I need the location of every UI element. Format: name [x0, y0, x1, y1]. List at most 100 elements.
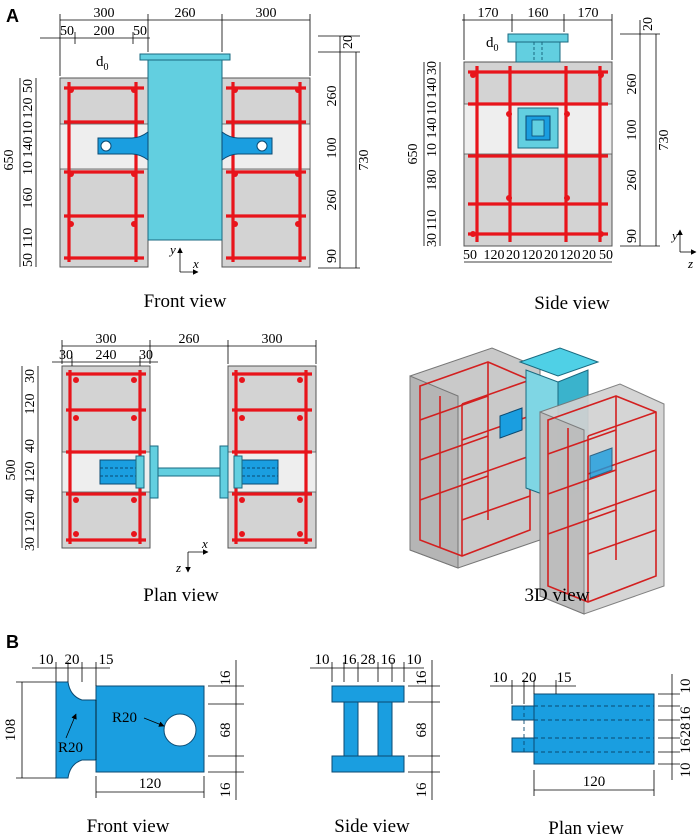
- b-side-top-flange: [331, 685, 405, 703]
- b-plan-dim-right-0: 10: [678, 679, 694, 694]
- plan-dim-sub-0: 30: [59, 348, 73, 363]
- side-dim-left-6: 110: [425, 210, 440, 230]
- plan-right-connector: [241, 459, 279, 485]
- front-dim-right-2: 260: [325, 190, 340, 211]
- plan-dim-left-2: 40: [23, 439, 38, 453]
- b-front-dim-bottom: 120: [139, 776, 162, 792]
- side-axis-y: y: [670, 228, 678, 243]
- side-dim-left-0: 30: [425, 61, 440, 75]
- front-dim-top-0: 300: [94, 6, 115, 21]
- plan-dim-sub-2: 30: [139, 348, 153, 363]
- plan-dim-left-1: 120: [23, 394, 38, 415]
- side-column-top-plate: [507, 33, 569, 43]
- side-column-stub: [515, 41, 561, 63]
- front-steel-column: [147, 59, 223, 241]
- front-column-top-plate: [139, 53, 231, 61]
- front-dim-left-1: 120: [21, 98, 36, 119]
- panel-label-b: B: [6, 632, 19, 652]
- b-front-dim-top-2: 15: [99, 652, 114, 668]
- view-3d: 3D view: [409, 347, 665, 615]
- side-dim-right-total: 730: [657, 130, 672, 151]
- plan-axis-z: z: [175, 560, 181, 575]
- front-dim-right-total: 730: [357, 150, 372, 171]
- side-dim-bottom-3: 120: [522, 248, 543, 263]
- side-axis-z: z: [687, 256, 693, 271]
- side-dim-bottom-2: 20: [506, 248, 520, 263]
- b-side-dim-top-3: 16: [381, 652, 397, 668]
- side-dim-right-0: 260: [625, 74, 640, 95]
- b-front-view: 10 20 15 108 16 68 16 120 R20 R20 Front …: [3, 652, 244, 837]
- side-dim-right-top: 20: [641, 17, 656, 31]
- side-d0-label: d0: [486, 35, 499, 54]
- front-dim-right-1: 100: [325, 138, 340, 159]
- b-plan-view: 10 20 15 10 16 28 16 10 120 Plan view: [490, 670, 694, 839]
- caption-b-front-view: Front view: [87, 816, 170, 837]
- front-dim-sub-2: 50: [133, 24, 147, 39]
- plan-dim-top-2: 300: [262, 332, 283, 347]
- front-dim-right-0: 260: [325, 86, 340, 107]
- b-plan-dim-right-4: 10: [678, 763, 694, 778]
- front-right-rebar: [226, 82, 306, 262]
- plan-left-end-plate: [149, 445, 159, 499]
- b-plan-body: [533, 693, 655, 765]
- b-side-dim-right-1: 68: [414, 723, 430, 738]
- b-side-web-left: [343, 701, 359, 757]
- b-plan-lug-top: [511, 705, 535, 721]
- caption-plan-view: Plan view: [143, 585, 219, 606]
- front-axis-y: y: [168, 242, 176, 257]
- side-dim-bottom-5: 120: [560, 248, 581, 263]
- side-dim-bottom-4: 20: [544, 248, 558, 263]
- plan-view: 300 260 300 30 240 30 500 30 120 40 120 …: [4, 332, 317, 606]
- side-dim-left-4: 10: [425, 143, 440, 157]
- front-dim-left-0: 50: [21, 79, 36, 93]
- b-side-bottom-flange: [331, 755, 405, 773]
- side-dim-left-5: 180: [425, 170, 440, 191]
- side-dim-left-7: 30: [425, 233, 440, 247]
- side-dim-left-2: 10: [425, 101, 440, 115]
- b-front-connector: [55, 681, 205, 779]
- b-plan-dim-bottom: 120: [583, 774, 606, 790]
- plan-dim-left-5: 120: [23, 512, 38, 533]
- b-front-dim-right-2: 16: [218, 782, 234, 798]
- b-side-dim-top-1: 16: [342, 652, 358, 668]
- front-dim-right-3: 90: [325, 249, 340, 263]
- b-front-hole: [163, 713, 197, 747]
- side-dim-right-3: 90: [625, 229, 640, 243]
- caption-side-view: Side view: [534, 293, 610, 314]
- b-front-r20-right: R20: [112, 710, 137, 726]
- plan-dim-top-1: 260: [179, 332, 200, 347]
- plan-dim-sub-1: 240: [96, 348, 117, 363]
- front-dim-right-top: 20: [341, 35, 356, 49]
- b-front-dim-top-0: 10: [39, 652, 54, 668]
- plan-left-connector: [99, 459, 137, 485]
- plan-dim-left-0: 30: [23, 369, 38, 383]
- side-dim-right-2: 260: [625, 170, 640, 191]
- front-dim-sub-0: 50: [60, 24, 74, 39]
- b-plan-dim-top-1: 20: [522, 670, 537, 686]
- front-view: d0 300 260 300 50 200 50 650 50 120 10 1…: [2, 6, 372, 312]
- b-side-view: 10 16 28 16 10 16 68 16 Side view: [310, 652, 440, 837]
- side-rebar: [468, 66, 608, 242]
- b-side-dim-right-2: 16: [414, 782, 430, 798]
- b-front-dim-right-1: 68: [218, 723, 234, 738]
- front-dim-top-2: 300: [256, 6, 277, 21]
- b-side-dim-top-0: 10: [315, 652, 330, 668]
- b-front-dim-left: 108: [3, 719, 19, 742]
- b-front-dim-right-0: 16: [218, 670, 234, 686]
- plan-axis-x: x: [201, 536, 208, 551]
- b-side-dim-top-2: 28: [361, 652, 376, 668]
- plan-dim-left-4: 40: [23, 489, 38, 503]
- b-side-dim-top-4: 10: [407, 652, 422, 668]
- side-dim-bottom-7: 50: [599, 248, 613, 263]
- front-dim-top-1: 260: [175, 6, 196, 21]
- caption-b-side-view: Side view: [334, 816, 410, 837]
- b-plan-dim-right-2: 28: [678, 723, 694, 738]
- side-dim-bottom-1: 120: [484, 248, 505, 263]
- b-plan-lug-bottom: [511, 737, 535, 753]
- plan-steel-beam: [157, 467, 221, 477]
- side-dim-left-3: 140: [425, 118, 440, 139]
- caption-front-view: Front view: [144, 291, 227, 312]
- b-plan-dim-right-1: 16: [678, 706, 694, 722]
- plan-right-end-plate: [219, 445, 229, 499]
- side-dim-left-total: 650: [406, 144, 421, 165]
